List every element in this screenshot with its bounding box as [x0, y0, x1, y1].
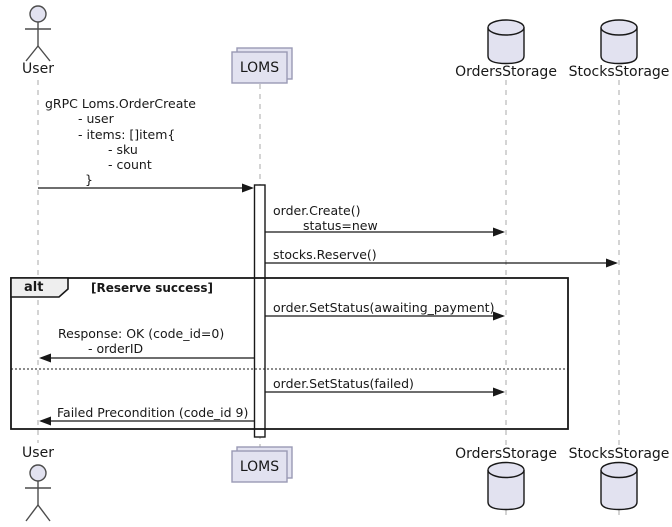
participant-label-stocks-top: StocksStorage — [568, 64, 670, 80]
participant-label-orders-top: OrdersStorage — [455, 64, 557, 80]
message-stocks-reserve: stocks.Reserve() — [273, 247, 377, 262]
message-order-create-line1: order.Create() — [273, 203, 361, 218]
message-set-status-failed: order.SetStatus(failed) — [273, 376, 414, 391]
message-order-create-request-line4: - sku — [108, 142, 138, 157]
message-arrows — [38, 187, 616, 422]
user-actor-icon-bottom — [25, 464, 51, 522]
loms-activation-bar — [253, 184, 266, 438]
loms-collections-icon-bottom — [231, 446, 293, 483]
message-failed-precondition: Failed Precondition (code_id 9) — [57, 405, 249, 420]
alt-frame — [10, 277, 569, 430]
arrowhead-order-create — [493, 227, 505, 237]
arrowhead-set-status-failed — [493, 387, 505, 397]
message-order-create-request-line6: } — [85, 172, 93, 187]
message-set-status-awaiting: order.SetStatus(awaiting_payment) — [273, 300, 495, 315]
participant-label-user-top: User — [22, 61, 54, 77]
arrowhead-failed-precondition — [39, 416, 51, 426]
message-response-ok-line1: Response: OK (code_id=0) — [58, 326, 225, 341]
participant-label-user-bottom: User — [22, 445, 54, 461]
arrowhead-stocks-reserve — [606, 258, 618, 268]
orders-database-icon-bottom — [487, 461, 525, 511]
participant-label-orders-bottom: OrdersStorage — [455, 446, 557, 462]
message-order-create-request-line2: - user — [78, 111, 114, 126]
user-actor-icon-top — [25, 5, 51, 62]
loms-collections-icon-top — [231, 47, 293, 84]
arrowhead-set-status-awaiting — [493, 311, 505, 321]
alt-header-pentagon — [10, 277, 69, 298]
orders-database-icon-top — [487, 19, 525, 65]
arrowhead-order-create-request — [242, 183, 254, 193]
arrowheads — [39, 183, 618, 426]
arrowhead-response-ok — [39, 353, 51, 363]
stocks-database-icon-top — [600, 19, 638, 65]
message-order-create-request-line3: - items: []item{ — [78, 127, 176, 142]
participant-label-loms-bottom: LOMS — [239, 459, 280, 475]
message-order-create-request-line5: - count — [108, 157, 152, 172]
alt-operator-label: alt — [24, 280, 44, 295]
message-response-ok-line2: - orderID — [88, 341, 144, 356]
message-order-create-request-line1: gRPC Loms.OrderCreate — [45, 96, 196, 111]
message-order-create-line2: status=new — [303, 218, 378, 233]
participant-label-stocks-bottom: StocksStorage — [568, 446, 670, 462]
stocks-database-icon-bottom — [600, 461, 638, 511]
participant-label-loms-top: LOMS — [239, 60, 280, 76]
alt-guard-label: [Reserve success] — [91, 281, 214, 295]
